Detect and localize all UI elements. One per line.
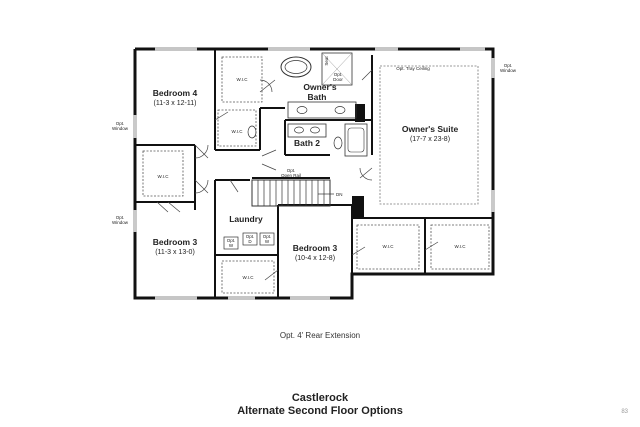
opt-window-label: Opt. — [116, 215, 125, 220]
room-dims-bedroom-3-left: (11-3 x 13-0) — [155, 249, 195, 256]
wic-label: W.I.C — [455, 244, 467, 249]
wic-label: W.I.C — [243, 275, 255, 280]
room-dims-bedroom-3-right: (10-4 x 12-8) — [295, 255, 335, 262]
window-gaps — [133, 47, 495, 300]
washer-icon — [223, 236, 239, 250]
room-name-bedroom-4: Bedroom 4 — [153, 88, 198, 98]
room-name-owners-bath-line1: Owner's — [303, 82, 336, 92]
wic-label: W.I.C — [232, 129, 244, 134]
room-name-bath-2: Bath 2 — [294, 138, 320, 148]
shower-x — [321, 52, 353, 86]
sink-icon — [296, 106, 308, 114]
opt-window-label: Opt. — [116, 121, 125, 126]
tray-ceiling-label: Opt. Tray Ceiling — [396, 66, 430, 71]
bathtub-icon — [280, 56, 312, 78]
opt-washer-label: Opt. — [227, 238, 236, 243]
opt-dryer-label: D — [248, 239, 252, 244]
bathtub-inner — [284, 60, 308, 74]
room-name-owners-suite: Owner's Suite — [402, 124, 459, 134]
window-lines — [133, 47, 495, 300]
opt-door-label: Door — [333, 77, 343, 82]
vanity-icon — [287, 123, 327, 138]
room-name-laundry: Laundry — [229, 214, 263, 224]
room-name-owners-bath-line2: Bath — [308, 92, 327, 102]
opt-window-label: Opt. — [504, 63, 513, 68]
opt-washer-label: W — [265, 239, 270, 244]
shower-icon — [321, 52, 353, 86]
plan-subtitle: Alternate Second Floor Options — [237, 405, 403, 417]
rear-extension-caption: Opt. 4' Rear Extension — [279, 331, 361, 340]
opt-window-label: Window — [112, 126, 129, 131]
plan-title: Castlerock — [291, 392, 349, 404]
wic-label: W.I.C — [158, 174, 170, 179]
room-name-bedroom-3-right: Bedroom 3 — [293, 243, 338, 253]
opt-window-label: Window — [112, 220, 129, 225]
bathtub-inner — [347, 127, 365, 153]
opt-washer-label: W — [229, 243, 234, 248]
tray-ceiling — [379, 65, 479, 205]
sink-icon — [310, 126, 320, 134]
wall-block — [355, 104, 365, 122]
page-number: 83 — [621, 409, 628, 415]
wic-label: W.I.C — [383, 244, 395, 249]
washer-icon — [242, 232, 258, 246]
bathtub-icon — [344, 123, 368, 157]
opt-window-label: Window — [500, 68, 517, 73]
room-name-bedroom-3-left: Bedroom 3 — [153, 237, 198, 247]
wic-label: W.I.C — [237, 77, 249, 82]
stairs — [251, 179, 334, 207]
dryer-icon — [259, 232, 275, 246]
door-swings — [156, 69, 439, 281]
opt-dryer-label: Opt. — [246, 234, 255, 239]
opt-washer-label: Opt. — [263, 234, 272, 239]
wall-block — [352, 196, 364, 218]
open-rail-label: Opt. — [287, 168, 296, 173]
sink-icon — [294, 126, 304, 134]
room-dims-bedroom-4: (11-3 x 12-11) — [154, 100, 197, 107]
room-dims-owners-suite: (17-7 x 23-8) — [410, 136, 450, 143]
seat-label: Seat — [324, 56, 329, 66]
closets — [142, 56, 490, 294]
toilet-icon — [247, 125, 257, 139]
sink-icon — [334, 106, 346, 114]
stairs-down-label: DN — [336, 192, 343, 197]
opt-door-label: Opt. — [334, 72, 343, 77]
toilet-icon — [333, 136, 343, 150]
open-rail-label: Open Rail — [281, 173, 301, 178]
vanity-icon — [287, 101, 357, 119]
